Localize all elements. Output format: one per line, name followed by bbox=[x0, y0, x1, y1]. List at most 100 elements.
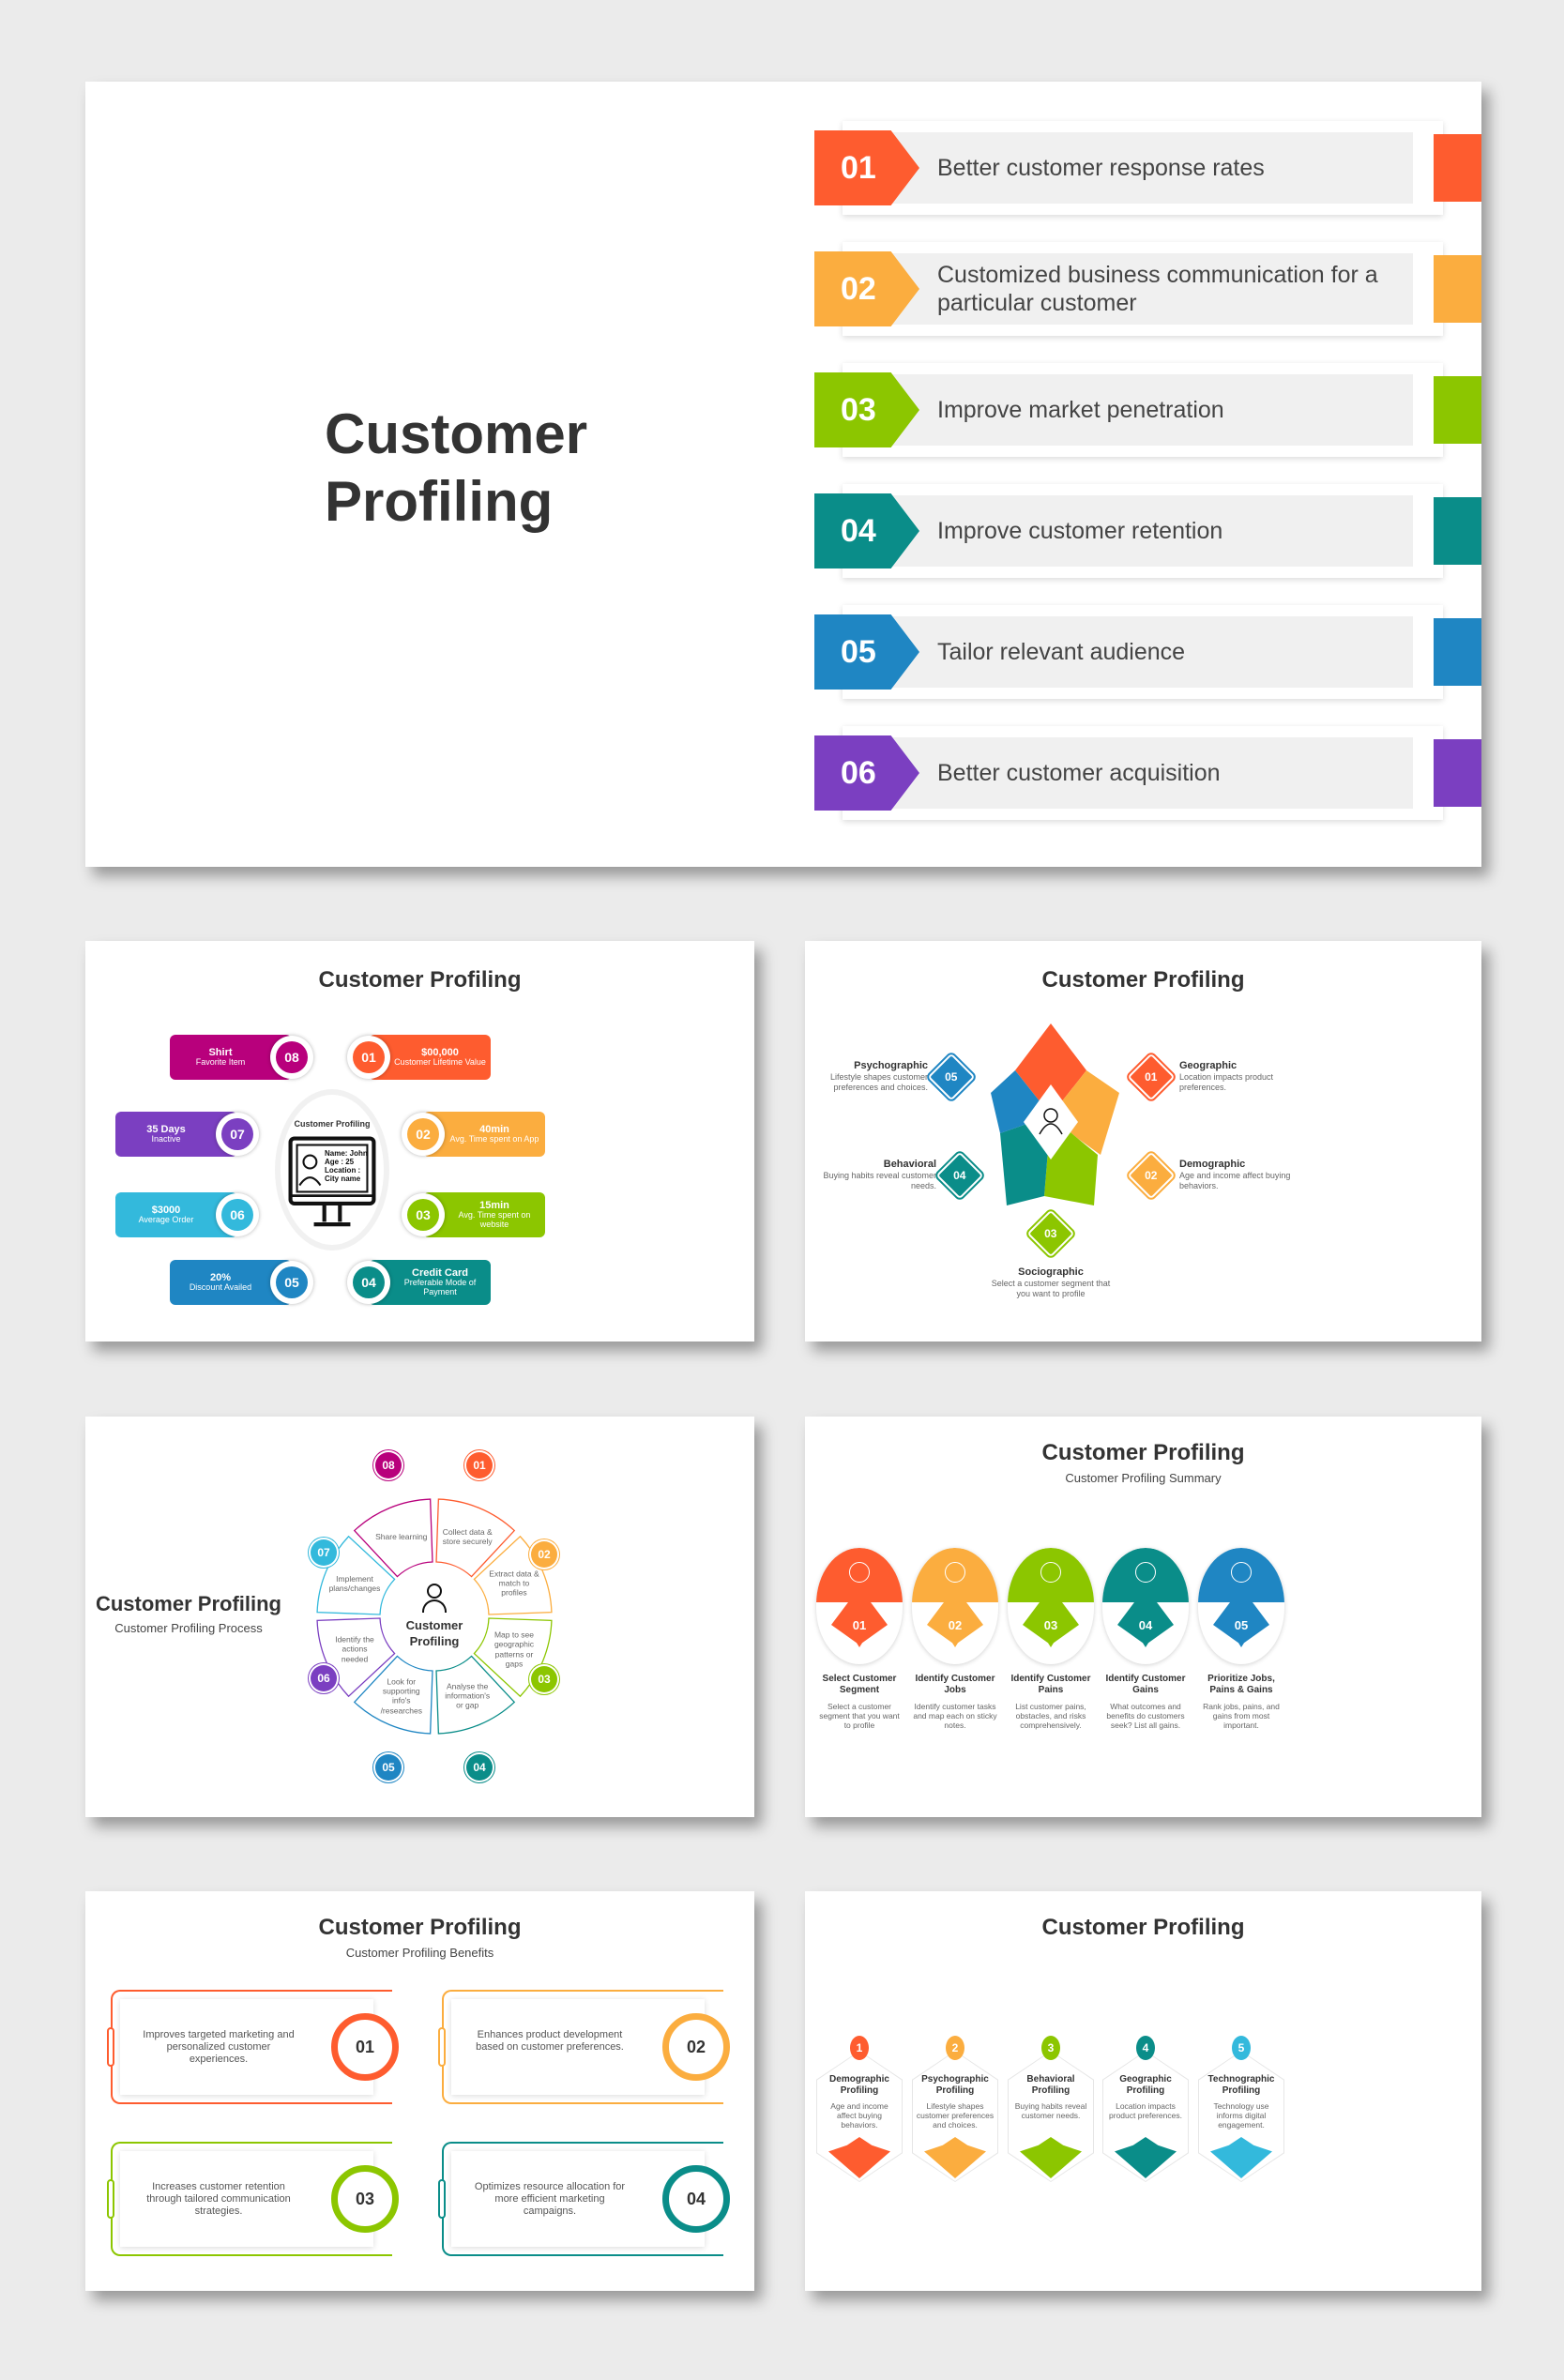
summary-desc: Select a customer segment that you want … bbox=[819, 1702, 900, 1731]
person-icon bbox=[1043, 1108, 1058, 1123]
metric-label: Avg. Time spent on website bbox=[458, 1210, 531, 1229]
category-desc: Technology use informs digital engagemen… bbox=[1213, 2101, 1269, 2130]
benefit-number: 02 bbox=[662, 2013, 730, 2081]
metric-value: 40min bbox=[479, 1124, 509, 1136]
category-title: Demographic Profiling bbox=[829, 2074, 889, 2096]
slide-profiling-benefits[interactable]: Customer Profiling Customer Profiling Be… bbox=[85, 1891, 754, 2291]
benefit-text: Better customer acquisition bbox=[937, 760, 1221, 786]
step-text: Collect data & store securely bbox=[442, 1526, 493, 1546]
step-text: Implement plans/changes bbox=[328, 1573, 381, 1593]
slide-profiling-categories[interactable]: Customer Profiling 1 Demographic Profili… bbox=[805, 1891, 1481, 2291]
metric-label: Average Order bbox=[138, 1215, 194, 1225]
benefit-row: 05 Tailor relevant audience bbox=[814, 605, 1481, 699]
metric-label: Preferable Mode of Payment bbox=[403, 1278, 477, 1296]
metric-value: Credit Card bbox=[412, 1267, 468, 1280]
summary-icon bbox=[945, 1562, 965, 1583]
metric-number: 03 bbox=[402, 1193, 445, 1236]
category-title: Behavioral Profiling bbox=[1026, 2074, 1075, 2096]
slide-title: Customer Profiling bbox=[1041, 1915, 1245, 1940]
benefit-row: 06 Better customer acquisition bbox=[814, 726, 1481, 820]
metric-label: Customer Lifetime Value bbox=[394, 1057, 486, 1068]
slide-title-benefits[interactable]: Customer Profiling 01 Better customer re… bbox=[85, 82, 1481, 867]
metric-value: 15min bbox=[479, 1200, 509, 1212]
metric-number: 02 bbox=[402, 1113, 445, 1156]
slide-profile-metrics[interactable]: Customer Profiling Customer Profiling Na… bbox=[85, 941, 754, 1342]
metric-value: $3000 bbox=[151, 1205, 181, 1217]
metric-number: 04 bbox=[347, 1261, 390, 1304]
slide-title: Customer Profiling bbox=[1041, 967, 1245, 993]
summary-desc: Rank jobs, pains, and gains from most im… bbox=[1203, 1702, 1280, 1731]
step-text: Analyse the information's or gap bbox=[445, 1681, 491, 1711]
metric-value: 35 Days bbox=[146, 1124, 186, 1136]
benefit-row: 03 Improve market penetration bbox=[814, 363, 1481, 457]
benefit-text: Improve market penetration bbox=[937, 397, 1224, 423]
category-number: 2 bbox=[946, 2036, 964, 2060]
metric-number: 06 bbox=[216, 1193, 259, 1236]
metric-label: Inactive bbox=[151, 1134, 181, 1145]
summary-icon bbox=[849, 1562, 870, 1583]
category-number: 5 bbox=[1232, 2036, 1251, 2060]
color-tab bbox=[1434, 618, 1481, 686]
metric-value: $00,000 bbox=[421, 1047, 459, 1059]
category-desc: Buying habits reveal customer needs. bbox=[1014, 2101, 1087, 2121]
step-number: 04 bbox=[466, 1754, 493, 1781]
step-number: 06 bbox=[311, 1665, 337, 1691]
metric-label: Favorite Item bbox=[195, 1057, 246, 1068]
benefit-number: 03 bbox=[331, 2165, 399, 2233]
slide-title: Customer Profiling bbox=[1041, 1440, 1245, 1465]
benefit-row: 01 Better customer response rates bbox=[814, 121, 1481, 215]
color-tab bbox=[1434, 134, 1481, 202]
category-title: Geographic Profiling bbox=[1119, 2074, 1172, 2096]
slide-profiling-process[interactable]: Customer Profiling Customer Profiling Pr… bbox=[85, 1417, 754, 1817]
process-segment bbox=[353, 1498, 433, 1578]
slide-profiling-summary[interactable]: Customer Profiling Customer Profiling Su… bbox=[805, 1417, 1481, 1817]
benefit-text: Enhances product development based on cu… bbox=[476, 2029, 624, 2054]
center-circle bbox=[275, 1089, 389, 1251]
step-text: Identify the actions needed bbox=[335, 1634, 374, 1664]
benefit-number: 01 bbox=[331, 2013, 399, 2081]
screen-location: Location : City name bbox=[325, 1166, 361, 1183]
metric-number: 08 bbox=[270, 1036, 313, 1079]
category-number: 4 bbox=[1136, 2036, 1155, 2060]
category-number: 1 bbox=[850, 2036, 869, 2060]
benefit-row: 04 Improve customer retention bbox=[814, 484, 1481, 578]
category-title: Technographic Profiling bbox=[1207, 2074, 1275, 2096]
metric-number: 05 bbox=[270, 1261, 313, 1304]
step-text: Extract data & match to profiles bbox=[489, 1569, 539, 1598]
summary-icon bbox=[1231, 1562, 1252, 1583]
person-icon bbox=[427, 1584, 442, 1599]
metric-label: Discount Availed bbox=[189, 1282, 252, 1293]
screen-name: Name: John bbox=[325, 1149, 368, 1158]
person-icon-body bbox=[422, 1599, 447, 1613]
summary-title: Identify Customer Jobs bbox=[915, 1674, 995, 1695]
benefit-text: Improves targeted marketing and personal… bbox=[143, 2029, 295, 2066]
process-ring bbox=[316, 1498, 553, 1735]
color-tab bbox=[1434, 739, 1481, 807]
summary-title: Identify Customer Gains bbox=[1105, 1674, 1186, 1695]
benefit-text: Increases customer retention through tai… bbox=[146, 2181, 291, 2218]
screen-age: Age : 25 bbox=[325, 1158, 355, 1166]
segment-geographic bbox=[1015, 1023, 1086, 1115]
color-tab bbox=[1434, 376, 1481, 444]
summary-desc: List customer pains, obstacles, and risk… bbox=[1015, 1702, 1086, 1731]
step-number: 07 bbox=[311, 1539, 337, 1566]
step-number: 05 bbox=[375, 1754, 402, 1781]
metric-number: 01 bbox=[347, 1036, 390, 1079]
slide-subtitle: Customer Profiling Benefits bbox=[345, 1946, 494, 1960]
step-text: Map to see geographic patterns or gaps bbox=[493, 1630, 535, 1669]
metric-number: 07 bbox=[216, 1113, 259, 1156]
summary-desc: Identify customer tasks and map each on … bbox=[913, 1702, 997, 1731]
category-number: 3 bbox=[1041, 2036, 1060, 2060]
benefit-row: 02 Customized business communication for… bbox=[814, 242, 1481, 336]
step-number: 01 bbox=[466, 1452, 493, 1478]
summary-title: Select Customer Segment bbox=[822, 1674, 897, 1695]
process-segment bbox=[435, 1498, 516, 1578]
pentagon-diagram bbox=[991, 1023, 1119, 1205]
step-number: 02 bbox=[531, 1541, 557, 1568]
segment-demographic bbox=[1051, 1070, 1119, 1155]
slide-title: Customer Profiling bbox=[318, 1915, 522, 1940]
category-desc: Location impacts product preferences. bbox=[1109, 2101, 1182, 2121]
